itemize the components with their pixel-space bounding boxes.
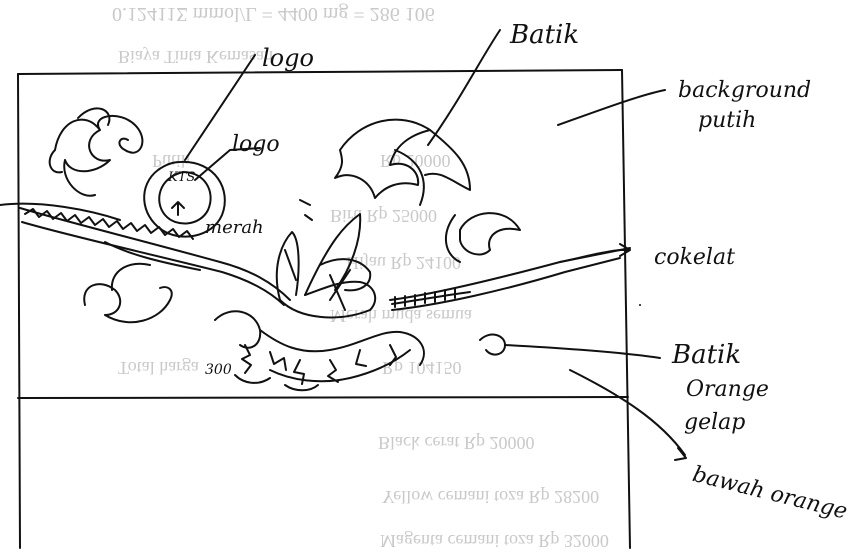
annotation-batik-orange-1: Batik <box>672 340 741 370</box>
frame-top-line <box>18 70 622 74</box>
batik-orange-arrow <box>505 345 660 358</box>
batik-swirl-topleft <box>50 116 143 196</box>
annotation-batik-orange-3: gelap <box>684 410 745 435</box>
batik-swirl-lowerleft <box>84 284 171 322</box>
annotation-background: background <box>678 78 811 103</box>
batik-curl-right <box>460 213 520 254</box>
annotation-merah: merah <box>205 217 264 238</box>
brown-band-right <box>390 248 630 300</box>
annotation-batik-orange-2: Orange <box>686 377 769 402</box>
frame-middle-line <box>18 397 628 398</box>
annotation-logo-top: logo <box>262 44 314 72</box>
batik-arrow <box>428 30 500 145</box>
annotation-logo-mid: logo <box>232 132 280 157</box>
frame-left-line <box>18 74 20 548</box>
background-arrow <box>558 90 665 125</box>
annotation-batik-top: Batik <box>510 20 579 50</box>
annotation-putih: putih <box>698 108 756 133</box>
annotation-coklat: cokelat <box>654 245 735 270</box>
annotation-kts: KTS <box>168 170 195 185</box>
frame-right-line <box>622 70 630 548</box>
batik-flame-top <box>335 120 430 198</box>
annotation-bottom-number: 300 <box>205 362 232 378</box>
coklat-arrow <box>560 244 630 262</box>
